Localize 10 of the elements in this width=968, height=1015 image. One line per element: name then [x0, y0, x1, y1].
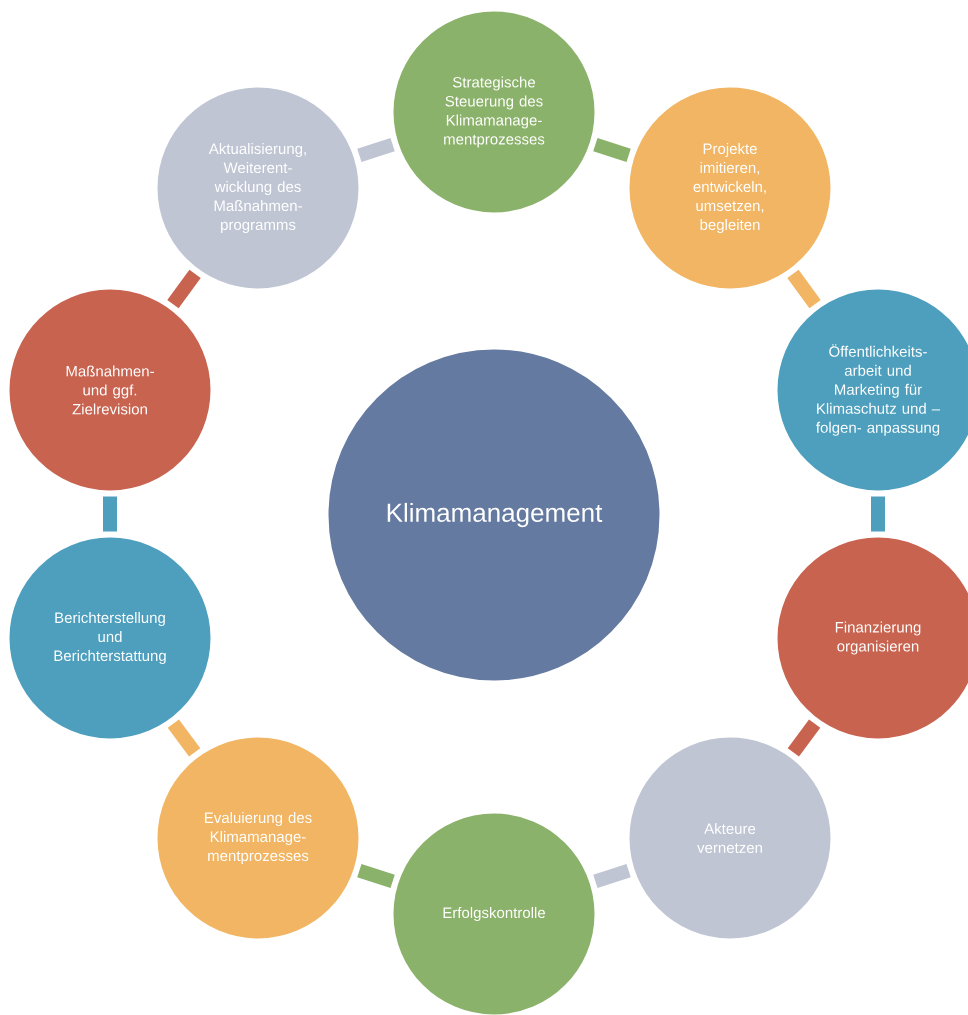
connector-bar	[871, 496, 885, 532]
connector-bar	[593, 864, 631, 889]
connector-bar	[167, 269, 201, 309]
connector-bar	[593, 138, 631, 163]
connector-bar	[357, 864, 395, 889]
connector-bar	[167, 719, 201, 757]
connector-bar	[787, 269, 821, 309]
connector-bar	[787, 719, 821, 757]
connector-bar	[357, 138, 395, 163]
connector-bar	[103, 496, 117, 532]
